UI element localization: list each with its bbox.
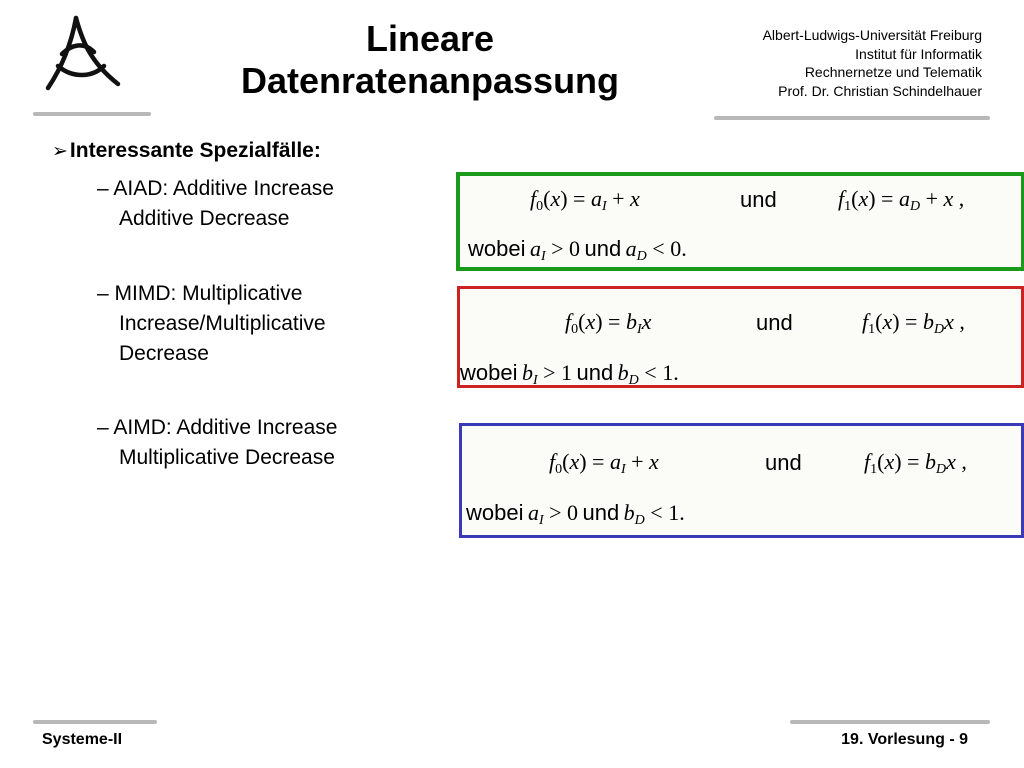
condition-math: aI > 0 [527,500,579,528]
footer-page-number: 19. Vorlesung - 9 [841,731,968,748]
footer-divider-right [790,720,990,724]
main-bullet-text: Interessante Spezialfälle: [69,139,321,162]
sub-bullet-line: Decrease [119,342,209,365]
sub-bullet-line: – MIMD: Multiplicative [97,282,303,305]
condition-mimd: wobei bI > 1 und bD < 1. [460,360,679,389]
title-line-1: Lineare [365,18,495,59]
condition-math: aI > 0 [529,236,581,264]
formula-f0-aimd: f0(x) = aI + x [549,449,659,477]
affiliation-chair: Rechnernetze und Telematik [804,64,982,80]
affiliation-block: Albert-Ludwigs-Universität Freiburg Inst… [763,26,982,100]
word-wobei: wobei [460,360,518,385]
title-line-2: Datenratenanpassung [240,60,620,101]
affiliation-institute: Institut für Informatik [855,45,982,62]
condition-math: bD < 1. [617,360,679,388]
formula-box-aimd [459,423,1024,538]
condition-aimd: wobei aI > 0 und bD < 1. [466,500,685,529]
word-und: und [576,360,614,385]
header-divider-right [714,116,990,120]
university-logo-icon [45,15,121,91]
sub-bullet-line: – AIMD: Additive Increase [97,416,338,439]
slide-title: Lineare Datenratenanpassung [200,18,660,102]
formula-box-mimd [457,286,1024,388]
main-bullet: ➢Interessante Spezialfälle: [52,139,321,163]
condition-math: aD < 0. [625,236,687,264]
sub-bullet-line: Multiplicative Decrease [119,446,335,469]
formula-f1-aiad: f1(x) = aD + x , [838,186,965,214]
formula-f1-aimd: f1(x) = bDx , [864,449,967,477]
formula-box-aiad [456,172,1024,271]
word-wobei: wobei [468,236,526,261]
word-und: und [582,500,620,525]
condition-aiad: wobei aI > 0 und aD < 0. [468,236,687,265]
footer-divider-left [33,720,157,724]
condition-math: bD < 1. [623,500,685,528]
sub-bullet-line: – AIAD: Additive Increase [97,177,334,200]
sub-bullet-aimd: – AIMD: Additive Increase Multiplicative… [97,413,337,473]
sub-bullet-line: Additive Decrease [119,207,290,230]
footer-course-name: Systeme-II [42,731,123,748]
header-divider-left [33,112,151,116]
word-und: und [584,236,622,261]
formula-f1-mimd: f1(x) = bDx , [862,309,965,337]
sub-bullet-mimd: – MIMD: Multiplicative Increase/Multipli… [97,279,326,369]
affiliation-professor: Prof. Dr. Christian Schindelhauer [778,82,982,99]
connector-und: und [740,187,777,212]
formula-f0-mimd: f0(x) = bIx [565,309,652,337]
formula-f0-aiad: f0(x) = aI + x [530,186,640,214]
sub-bullet-aiad: – AIAD: Additive Increase Additive Decre… [97,174,334,234]
condition-math: bI > 1 [521,360,573,388]
sub-bullet-line: Increase/Multiplicative [119,312,326,335]
affiliation-university: Albert-Ludwigs-Universität Freiburg [762,27,982,43]
connector-und: und [756,310,793,335]
arrow-bullet-icon: ➢ [52,141,68,162]
word-wobei: wobei [466,500,524,525]
connector-und: und [765,450,802,475]
